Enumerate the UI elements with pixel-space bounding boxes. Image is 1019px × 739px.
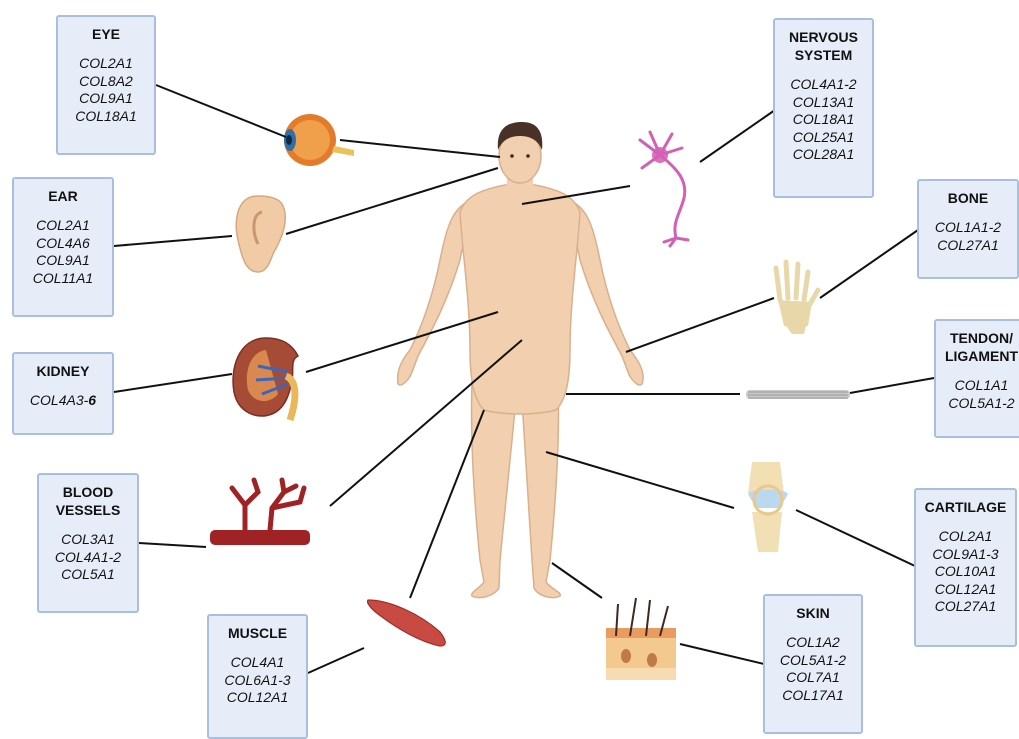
kidney-gene-list: COL4A3-6 — [14, 392, 112, 410]
gene-item: COL13A1 — [775, 94, 872, 112]
gene-item: COL12A1 — [916, 581, 1015, 599]
gene-item: COL10A1 — [916, 563, 1015, 581]
gene-item: COL12A1 — [209, 689, 306, 707]
muscle-label-box: MUSCLE COL4A1 COL6A1-3 COL12A1 — [207, 614, 308, 739]
gene-item: COL11A1 — [14, 270, 112, 288]
gene-item: COL17A1 — [765, 687, 861, 705]
knee-cartilage-icon — [748, 462, 788, 552]
skin-label-box: SKIN COL1A2 COL5A1-2 COL7A1 COL17A1 — [763, 594, 863, 734]
gene-item: COL4A1-2 — [775, 76, 872, 94]
gene-item: COL25A1 — [775, 129, 872, 147]
kidney-icon — [233, 338, 298, 420]
gene-item: COL4A1-2 — [39, 549, 137, 567]
blood-vessel-icon — [210, 480, 310, 545]
gene-item: COL5A1 — [39, 566, 137, 584]
gene-item: COL4A3-6 — [14, 392, 112, 410]
ear-title: EAR — [14, 187, 112, 205]
gene-item: COL7A1 — [765, 669, 861, 687]
tendon-ligament-label-box: TENDON/ LIGAMENT COL1A1 COL5A1-2 — [934, 319, 1019, 438]
gene-item: COL5A1-2 — [936, 395, 1019, 413]
gene-item: COL8A2 — [58, 73, 154, 91]
gene-item: COL5A1-2 — [765, 652, 861, 670]
gene-item: COL18A1 — [775, 111, 872, 129]
gene-item: COL1A2 — [765, 634, 861, 652]
eye-label-box: EYE COL2A1 COL8A2 COL9A1 COL18A1 — [56, 15, 156, 155]
kidney-title: KIDNEY — [14, 362, 112, 380]
gene-item: COL18A1 — [58, 108, 154, 126]
tendon-icon — [746, 390, 850, 399]
skin-gene-list: COL1A2 COL5A1-2 COL7A1 COL17A1 — [765, 634, 861, 704]
gene-item: COL6A1-3 — [209, 672, 306, 690]
skin-title: SKIN — [765, 604, 861, 622]
muscle-title: MUSCLE — [209, 624, 306, 642]
gene-item: COL28A1 — [775, 146, 872, 164]
gene-item: COL4A1 — [209, 654, 306, 672]
muscle-gene-list: COL4A1 COL6A1-3 COL12A1 — [209, 654, 306, 707]
gene-item: COL2A1 — [916, 528, 1015, 546]
cartilage-title: CARTILAGE — [916, 498, 1015, 516]
nervous-system-gene-list: COL4A1-2 COL13A1 COL18A1 COL25A1 COL28A1 — [775, 76, 872, 164]
tendon-ligament-title: TENDON/ LIGAMENT — [936, 329, 1019, 365]
cartilage-label-box: CARTILAGE COL2A1 COL9A1-3 COL10A1 COL12A… — [914, 488, 1017, 647]
muscle-icon — [367, 600, 445, 646]
gene-item: COL9A1 — [14, 252, 112, 270]
blood-vessels-label-box: BLOOD VESSELS COL3A1 COL4A1-2 COL5A1 — [37, 473, 139, 613]
gene-suffix-bold: 6 — [88, 392, 96, 408]
gene-item: COL2A1 — [58, 55, 154, 73]
eye-gene-list: COL2A1 COL8A2 COL9A1 COL18A1 — [58, 55, 154, 125]
gene-item: COL27A1 — [916, 598, 1015, 616]
gene-item: COL3A1 — [39, 531, 137, 549]
gene-item: COL1A1-2 — [919, 219, 1017, 237]
kidney-label-box: KIDNEY COL4A3-6 — [12, 352, 114, 435]
eye-title: EYE — [58, 25, 154, 43]
gene-item: COL1A1 — [936, 377, 1019, 395]
ear-gene-list: COL2A1 COL4A6 COL9A1 COL11A1 — [14, 217, 112, 287]
gene-item: COL4A6 — [14, 235, 112, 253]
hand-bone-icon — [776, 262, 818, 334]
blood-vessels-title: BLOOD VESSELS — [39, 483, 137, 519]
nervous-system-title: NERVOUS SYSTEM — [775, 28, 872, 64]
bone-gene-list: COL1A1-2 COL27A1 — [919, 219, 1017, 254]
ear-label-box: EAR COL2A1 COL4A6 COL9A1 COL11A1 — [12, 177, 114, 317]
bone-label-box: BONE COL1A1-2 COL27A1 — [917, 179, 1019, 279]
ear-icon — [236, 196, 285, 272]
nervous-system-label-box: NERVOUS SYSTEM COL4A1-2 COL13A1 COL18A1 … — [773, 18, 874, 198]
gene-prefix: COL4A3- — [30, 392, 88, 408]
gene-item: COL9A1-3 — [916, 546, 1015, 564]
neuron-icon — [640, 132, 688, 246]
blood-vessels-gene-list: COL3A1 COL4A1-2 COL5A1 — [39, 531, 137, 584]
tendon-ligament-gene-list: COL1A1 COL5A1-2 — [936, 377, 1019, 412]
bone-title: BONE — [919, 189, 1017, 207]
gene-item: COL27A1 — [919, 237, 1017, 255]
gene-item: COL2A1 — [14, 217, 112, 235]
human-body-illustration — [398, 122, 643, 598]
gene-item: COL9A1 — [58, 90, 154, 108]
skin-layers-icon — [606, 598, 676, 680]
cartilage-gene-list: COL2A1 COL9A1-3 COL10A1 COL12A1 COL27A1 — [916, 528, 1015, 616]
